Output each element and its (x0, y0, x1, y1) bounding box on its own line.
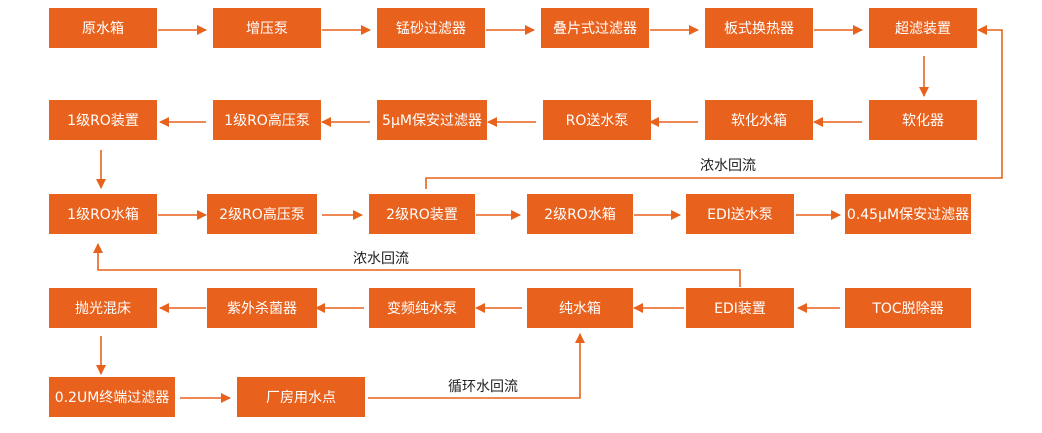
node-stage1-ro-water-tank: 1级RO水箱 (49, 194, 157, 234)
return-line-concentrate-2 (93, 243, 741, 287)
node-5um-security-filter: 5μM保安过滤器 (377, 100, 487, 140)
label-concentrate-return-1: 浓水回流 (700, 158, 756, 174)
node-disc-filter: 叠片式过滤器 (541, 8, 649, 48)
node-raw-water-tank: 原水箱 (49, 8, 157, 48)
node-pure-water-tank: 纯水箱 (527, 288, 633, 328)
node-ultrafiltration-unit: 超滤装置 (869, 8, 977, 48)
node-vfd-pure-water-pump: 变频纯水泵 (369, 288, 475, 328)
node-uv-sterilizer: 紫外杀菌器 (207, 288, 317, 328)
node-booster-pump: 增压泵 (213, 8, 321, 48)
node-manganese-sand-filter: 锰砂过滤器 (377, 8, 485, 48)
node-plant-water-point: 厂房用水点 (237, 377, 365, 417)
node-stage2-ro-hp-pump: 2级RO高压泵 (207, 194, 317, 234)
node-stage2-ro-unit: 2级RO装置 (369, 194, 475, 234)
node-plate-heat-exchanger: 板式换热器 (705, 8, 813, 48)
node-softened-water-tank: 软化水箱 (705, 100, 813, 140)
node-edi-feed-pump: EDI送水泵 (686, 194, 794, 234)
node-stage2-ro-water-tank: 2级RO水箱 (527, 194, 633, 234)
node-02um-terminal-filter: 0.2UM终端过滤器 (49, 377, 175, 417)
node-ro-feed-pump: RO送水泵 (543, 100, 651, 140)
node-stage1-ro-hp-pump: 1级RO高压泵 (213, 100, 321, 140)
node-polishing-mixed-bed: 抛光混床 (49, 288, 157, 328)
node-045um-security-filter: 0.45μM保安过滤器 (845, 194, 971, 234)
return-line-circulation (368, 333, 585, 399)
label-concentrate-return-2: 浓水回流 (353, 251, 409, 267)
node-edi-unit: EDI装置 (686, 288, 794, 328)
node-toc-remover: TOC脱除器 (845, 288, 971, 328)
node-softener: 软化器 (869, 100, 977, 140)
node-stage1-ro-unit: 1级RO装置 (49, 100, 157, 140)
return-line-concentrate-1 (425, 25, 1003, 189)
label-circulation-return: 循环水回流 (448, 379, 518, 395)
